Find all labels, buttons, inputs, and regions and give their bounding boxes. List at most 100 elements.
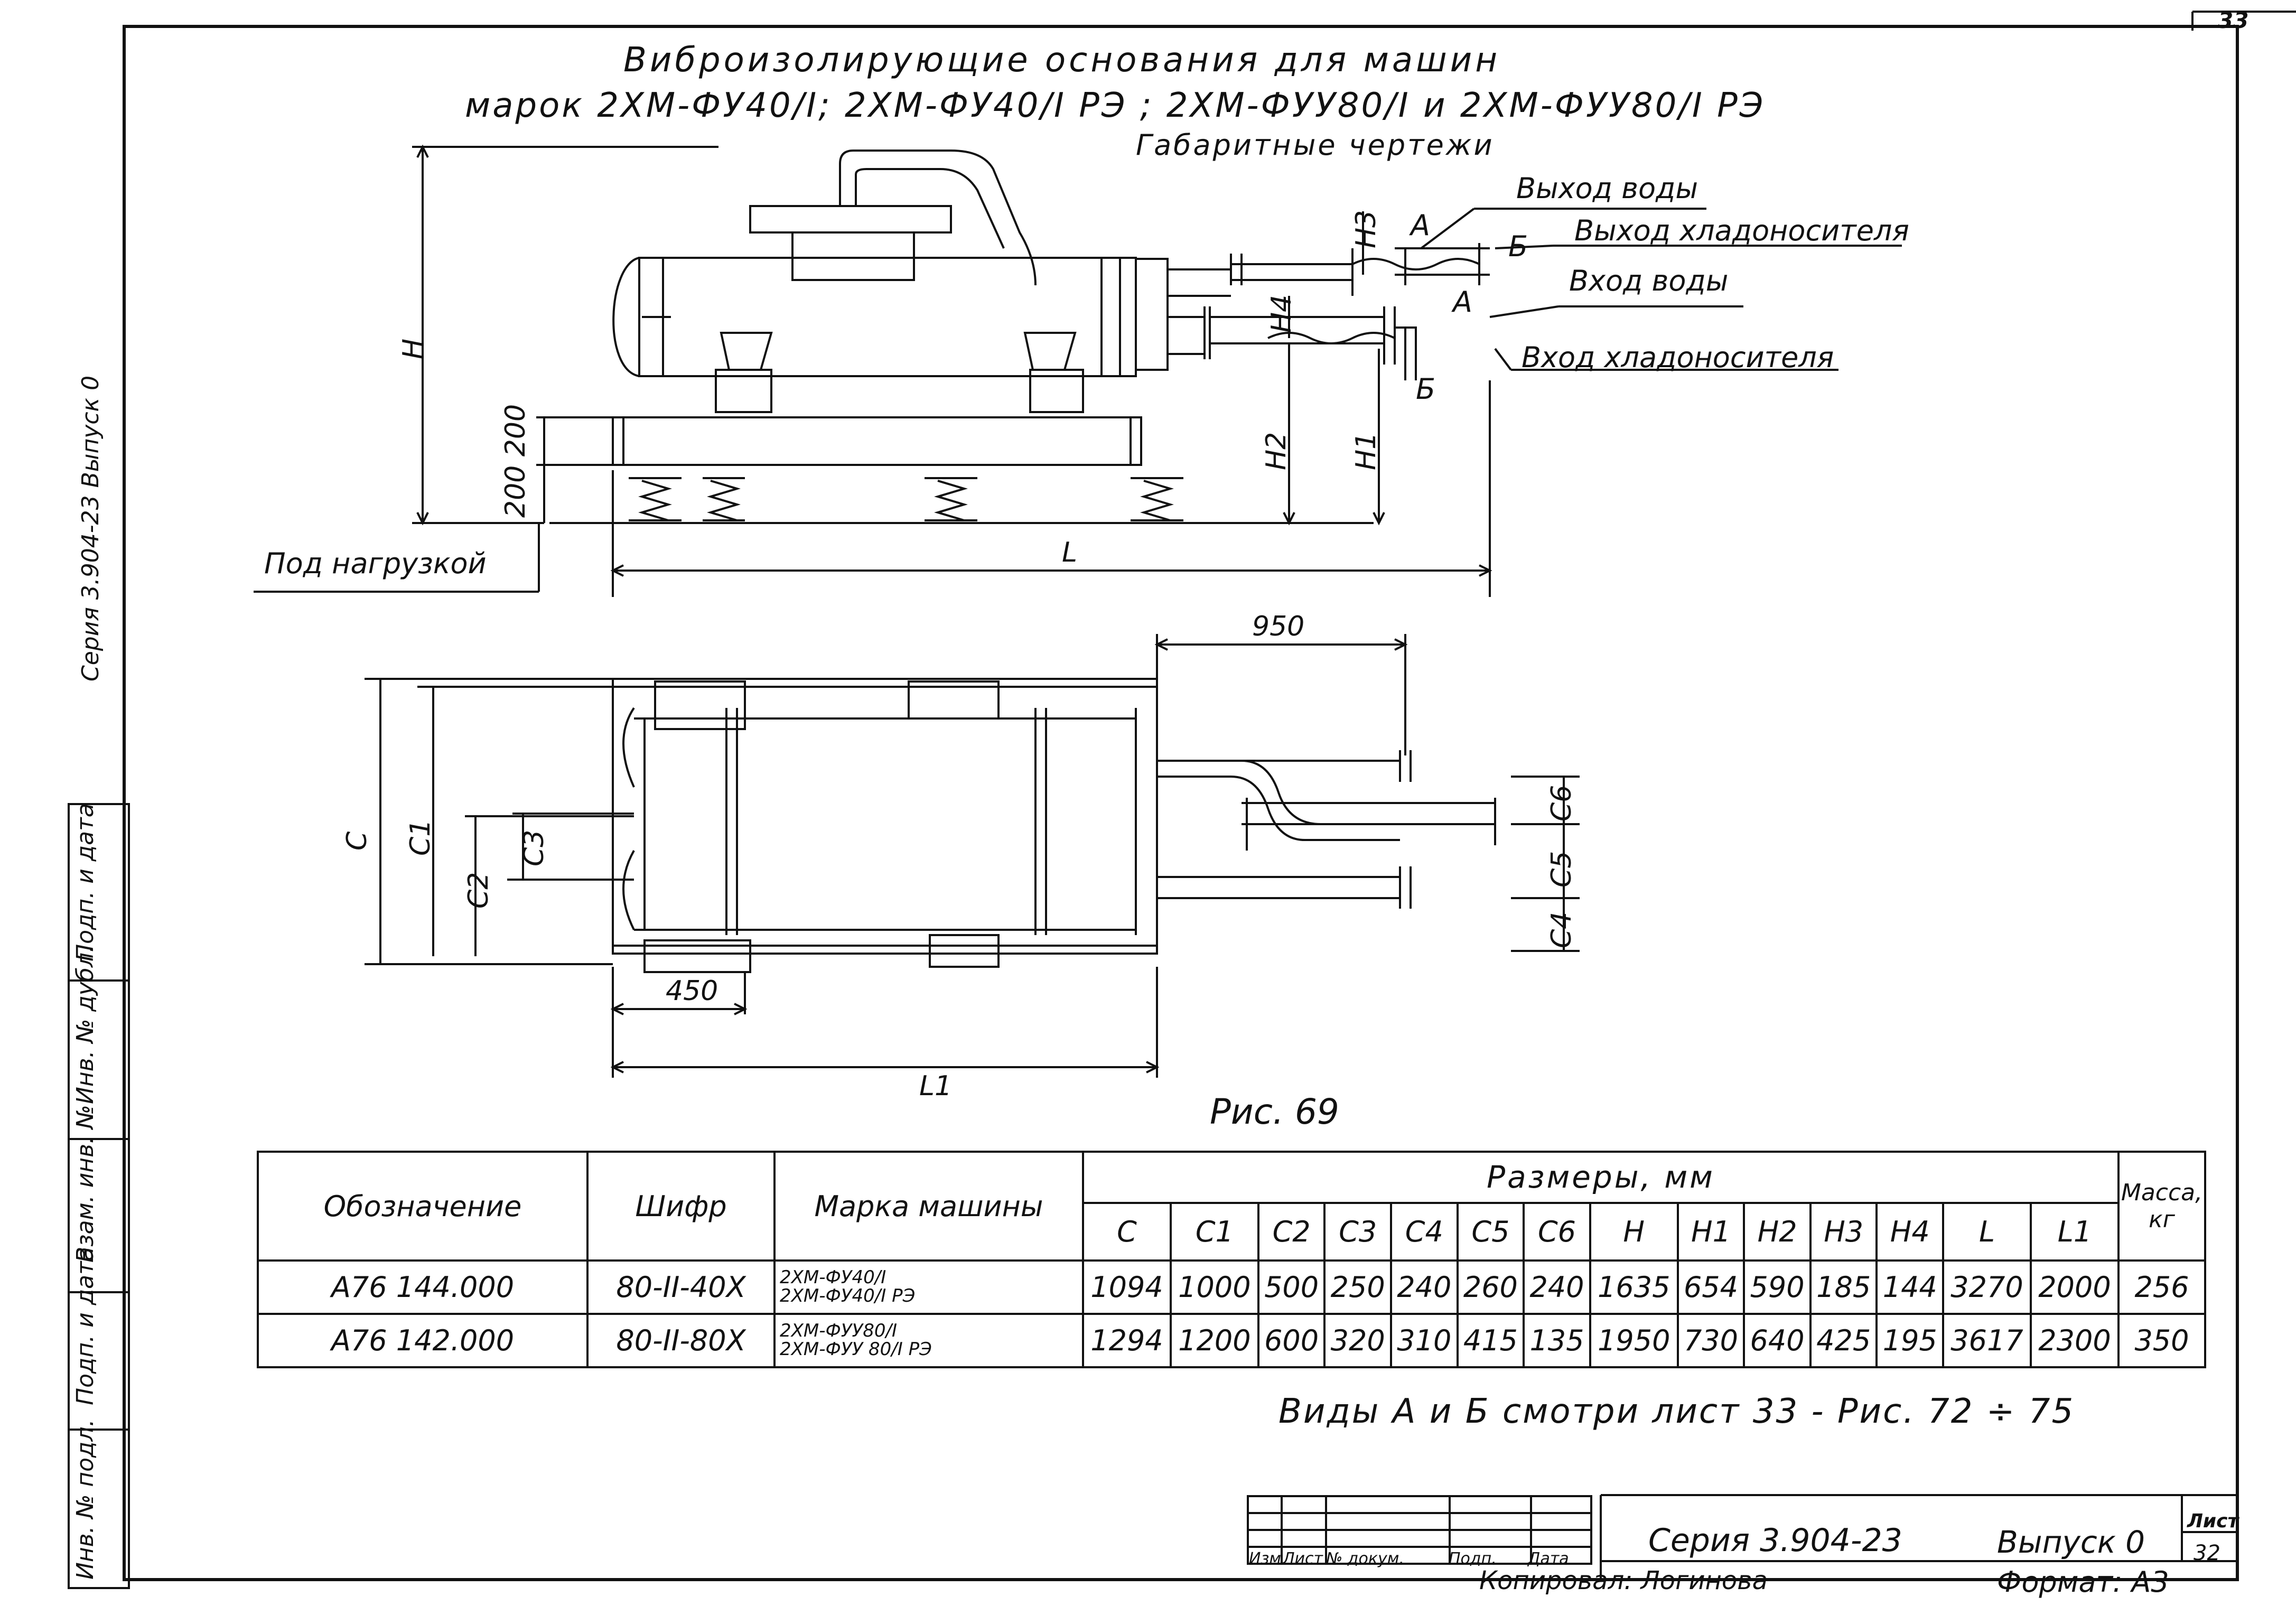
header-dim: C3 xyxy=(1323,1201,1392,1262)
stamp-podp-data-2: Подп. и дата xyxy=(72,803,99,961)
header-dim: H3 xyxy=(1809,1201,1878,1262)
header-dim: H2 xyxy=(1743,1201,1812,1262)
view-a-mark-top: А xyxy=(1411,209,1430,242)
cell-designation: А76 144.000 xyxy=(257,1259,589,1315)
cell-dim: 260 xyxy=(1456,1259,1525,1315)
drawing-subtitle: марок 2ХМ-ФУ40/I; 2ХМ-ФУ40/I РЭ ; 2ХМ-ФУ… xyxy=(465,86,1766,125)
tb-header-list: Лист xyxy=(1283,1549,1323,1568)
dim-l: L xyxy=(1062,537,1077,568)
tb-header-izm: Изм xyxy=(1249,1549,1282,1568)
cell-dim: 1094 xyxy=(1082,1259,1172,1315)
stamp-cell xyxy=(70,805,128,982)
cell-dim: 500 xyxy=(1257,1259,1326,1315)
header-dimensions-group: Размеры, мм xyxy=(1082,1151,2120,1204)
cell-dim: 1635 xyxy=(1589,1259,1679,1315)
machine-line: 2ХМ-ФУУ 80/I РЭ xyxy=(780,1339,932,1360)
dim-450: 450 xyxy=(666,975,718,1007)
cell-dim: 185 xyxy=(1809,1259,1878,1315)
title-block-grid xyxy=(1247,1495,1592,1565)
cell-dim: 135 xyxy=(1523,1312,1591,1369)
view-a-mark-bottom: А xyxy=(1453,285,1472,319)
condenser-shell xyxy=(638,257,1137,377)
tb-header-sign: Подп. xyxy=(1449,1549,1497,1568)
water-out-label: Выход воды xyxy=(1516,172,1698,205)
cell-dim: 2000 xyxy=(2029,1259,2120,1315)
cell-dim: 600 xyxy=(1257,1312,1326,1369)
machine-line: 2ХМ-ФУУ80/I xyxy=(780,1320,897,1341)
corner-page-number: 33 xyxy=(2218,7,2249,33)
header-dim: C6 xyxy=(1523,1201,1591,1262)
cell-mass: 350 xyxy=(2117,1312,2206,1369)
header-machine: Марка машины xyxy=(773,1151,1084,1262)
coolant-in-label: Вход хладоносителя xyxy=(1522,341,1834,374)
header-dim: L1 xyxy=(2029,1201,2120,1262)
stamp-podp-data: Подп. и дата xyxy=(72,1247,99,1405)
header-dim: H4 xyxy=(1875,1201,1945,1262)
cell-designation: А76 142.000 xyxy=(257,1312,589,1369)
drawing-title: Виброизолирующие основания для машин xyxy=(623,41,1501,80)
spring-isolators xyxy=(629,477,1183,521)
cell-dim: 320 xyxy=(1323,1312,1392,1369)
cell-mass: 256 xyxy=(2117,1259,2206,1315)
cell-dim: 1294 xyxy=(1082,1312,1172,1369)
dim-950: 950 xyxy=(1252,611,1305,642)
dimensions-table: Обозначение Шифр Марка машины Размеры, м… xyxy=(257,1151,2206,1369)
cell-dim: 425 xyxy=(1809,1312,1878,1369)
stamp-cell xyxy=(70,1291,128,1431)
stamp-cell xyxy=(70,979,128,1140)
cell-dim: 415 xyxy=(1456,1312,1525,1369)
cell-dim: 2300 xyxy=(2029,1312,2120,1369)
cell-dim: 310 xyxy=(1390,1312,1459,1369)
pipe-connections xyxy=(1136,243,1490,380)
cell-dim: 1000 xyxy=(1169,1259,1259,1315)
side-stamp xyxy=(68,803,130,1589)
series-vertical-label: Серия 3.904-23 Выпуск 0 xyxy=(77,375,104,682)
header-dim: C4 xyxy=(1390,1201,1459,1262)
cell-dim: 250 xyxy=(1323,1259,1392,1315)
machine-line: 2ХМ-ФУ40/I xyxy=(780,1266,886,1288)
header-dim: C2 xyxy=(1257,1201,1326,1262)
header-dim: C5 xyxy=(1456,1201,1525,1262)
stamp-inv-podl: Инв. № подл. xyxy=(72,1419,99,1580)
tb-header-date: Дата xyxy=(1528,1549,1569,1568)
header-mass: Масса, кг xyxy=(2117,1151,2206,1262)
page-corner-box xyxy=(2191,11,2296,31)
drawing-caption: Габаритные чертежи xyxy=(1136,128,1495,162)
copied-by: Копировал: Логинова xyxy=(1479,1566,1768,1595)
cell-dim: 590 xyxy=(1743,1259,1812,1315)
issue-number: Выпуск 0 xyxy=(1997,1524,2145,1560)
dim-l1: L1 xyxy=(919,1070,953,1102)
cell-dim: 144 xyxy=(1875,1259,1945,1315)
cell-dim: 730 xyxy=(1676,1312,1746,1369)
paper-format: Формат: А3 xyxy=(1997,1565,2169,1599)
tb-header-doc: № докум. xyxy=(1326,1549,1404,1568)
header-dim: C1 xyxy=(1169,1201,1259,1262)
cell-dim: 654 xyxy=(1676,1259,1746,1315)
cell-dim: 1950 xyxy=(1589,1312,1679,1369)
header-dim: L xyxy=(1942,1201,2032,1262)
stamp-vzam-inv: Взам. инв. № xyxy=(72,1105,99,1263)
header-dim: H1 xyxy=(1676,1201,1746,1262)
cell-code: 80-II-40Х xyxy=(586,1259,776,1315)
figure-caption: Рис. 69 xyxy=(1210,1091,1339,1132)
view-b-mark-bottom: Б xyxy=(1416,372,1436,406)
header-dim: H xyxy=(1589,1201,1679,1262)
stamp-inv-dubl: Инв. № дубл. xyxy=(72,945,99,1104)
cell-dim: 240 xyxy=(1523,1259,1591,1315)
cell-dim: 640 xyxy=(1743,1312,1812,1369)
cell-dim: 1200 xyxy=(1169,1312,1259,1369)
sheet-number: 32 xyxy=(2194,1541,2220,1565)
cell-dim: 195 xyxy=(1875,1312,1945,1369)
stamp-cell xyxy=(70,1138,128,1293)
cell-code: 80-II-80Х xyxy=(586,1312,776,1369)
machine-line: 2ХМ-ФУ40/I РЭ xyxy=(780,1285,916,1307)
cell-dim: 240 xyxy=(1390,1259,1459,1315)
side-view xyxy=(254,144,1902,597)
view-b-mark-top: Б xyxy=(1508,230,1528,263)
